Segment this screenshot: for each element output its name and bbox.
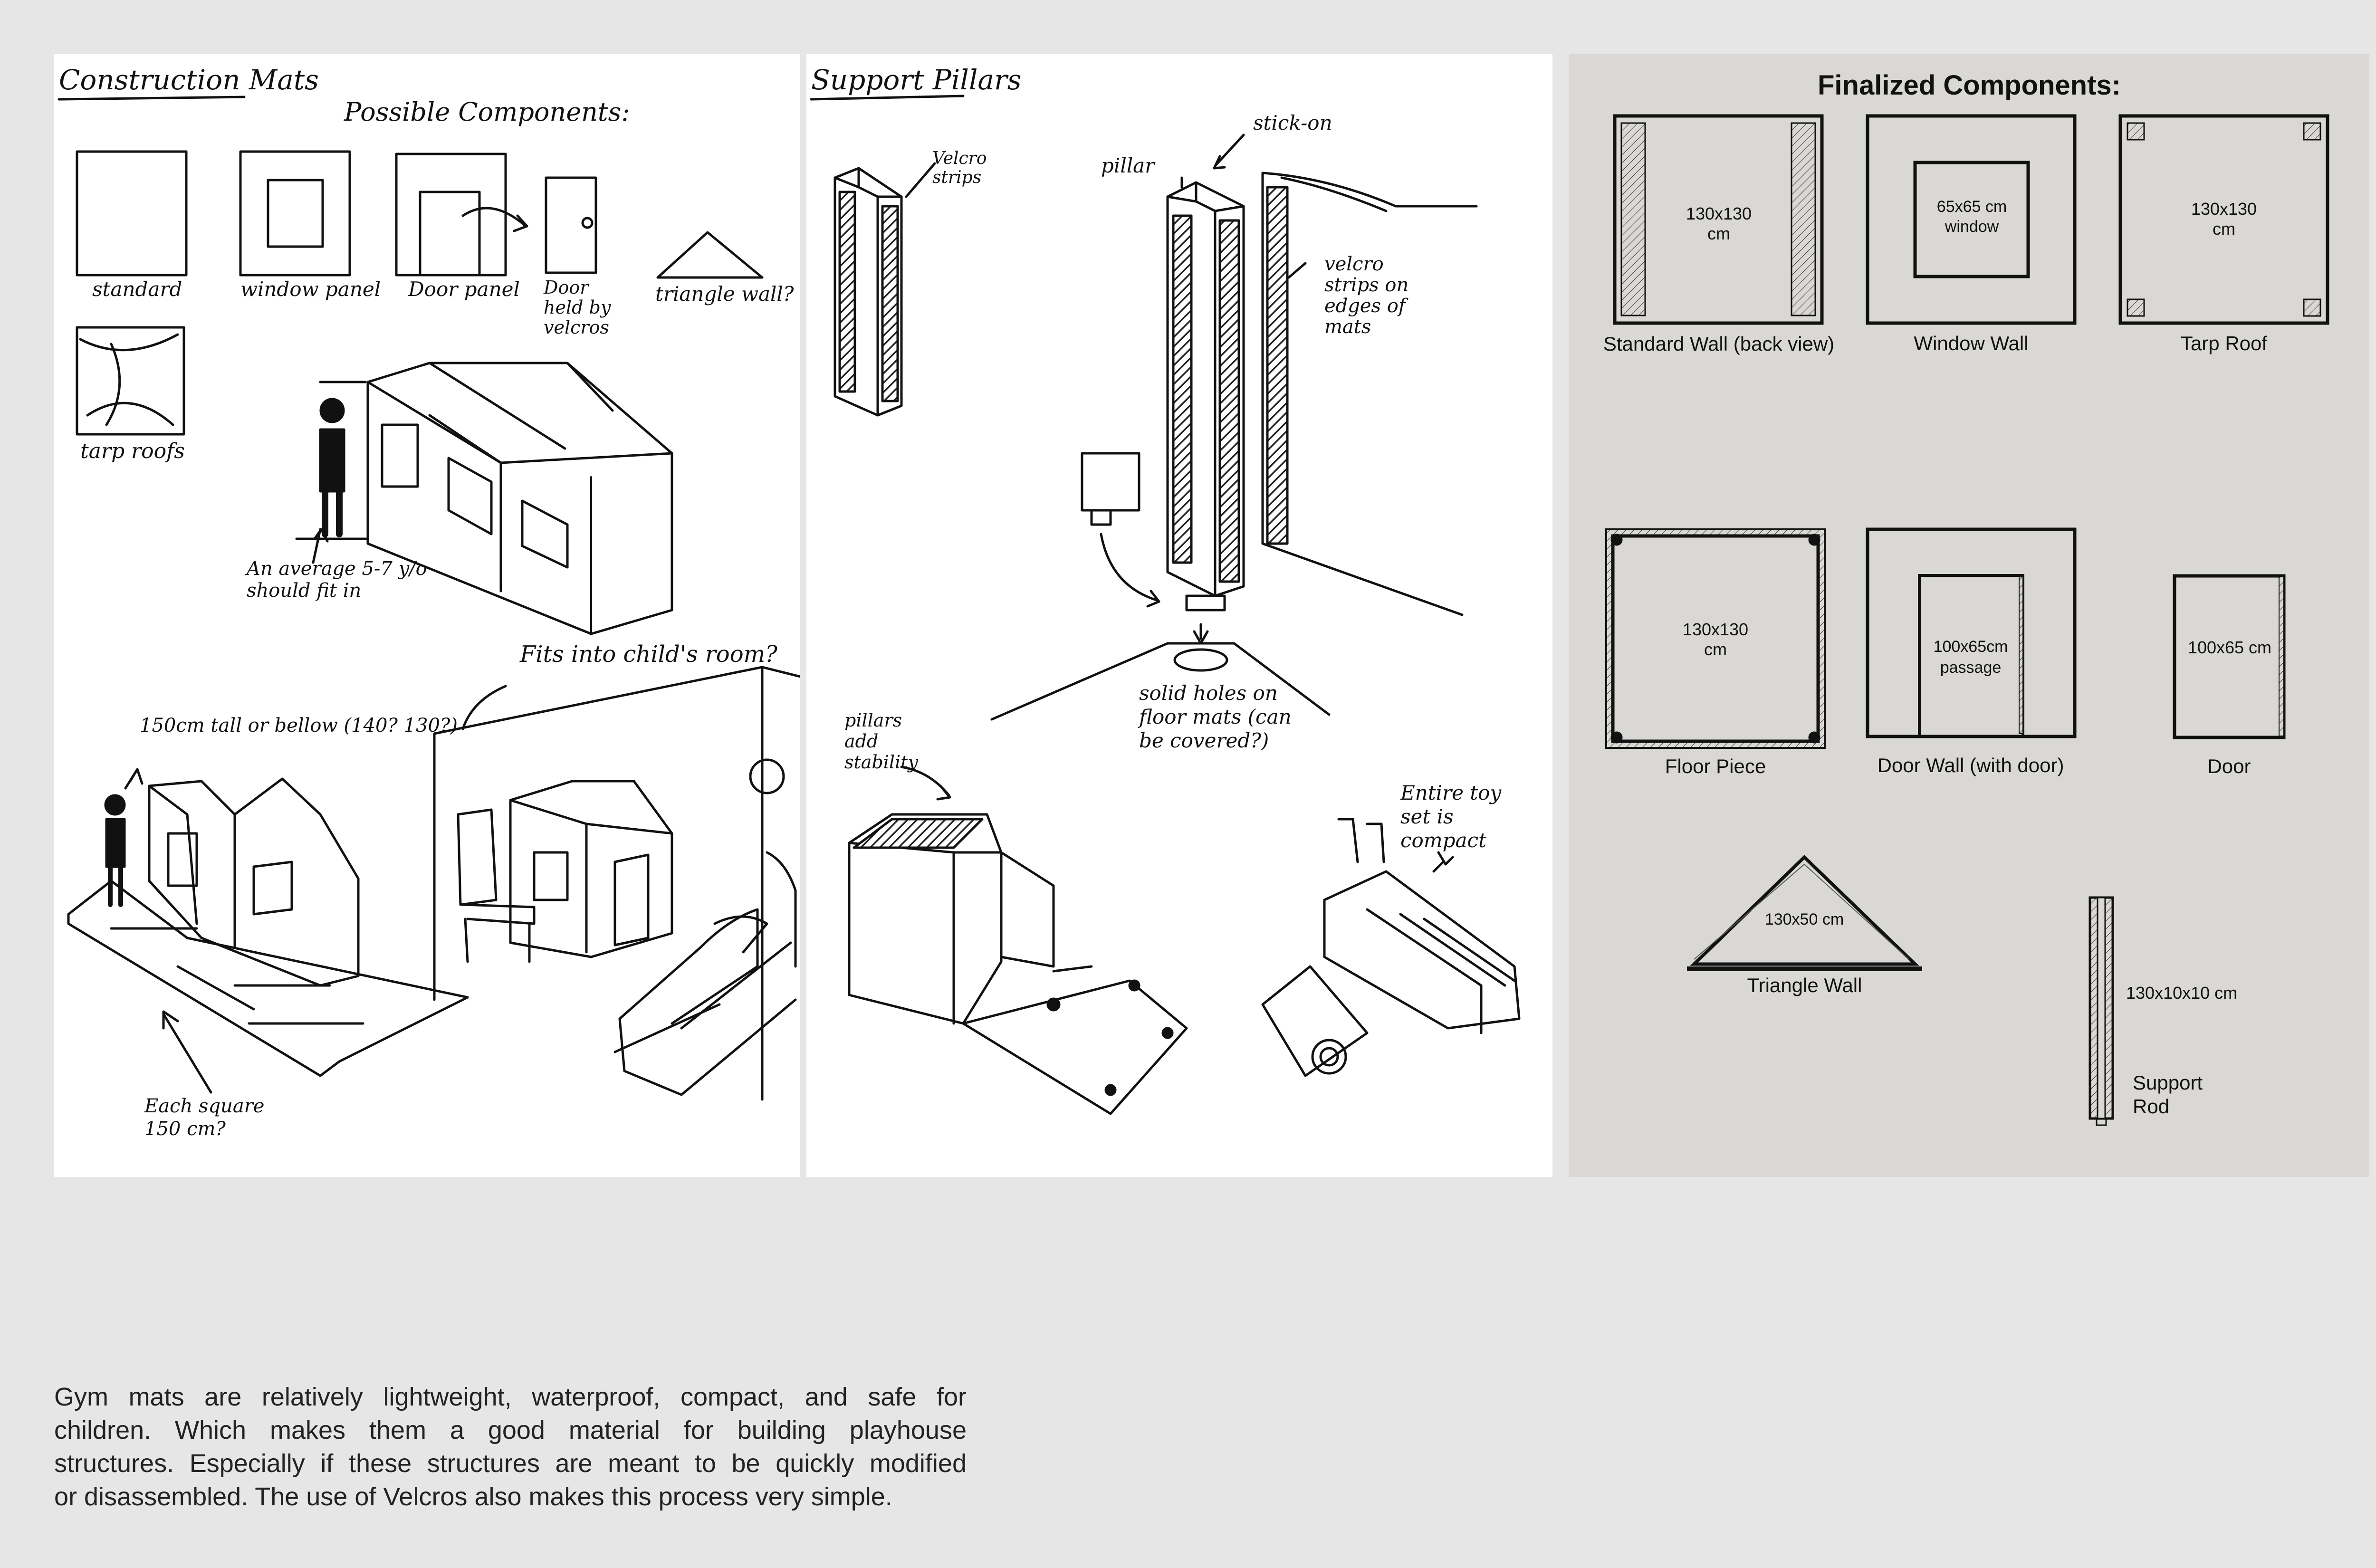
name-triangle-wall: Triangle Wall [1747,974,1862,996]
description-line: or disassembled. The use of Velcros also… [54,1482,892,1511]
note-pillars-stability: pillars add stability [844,710,918,773]
label-window-panel: window panel [240,277,381,301]
support-pillars-sketch-panel: Support Pillars Velcro strips stick-on p… [806,54,1552,1177]
note-child-fit: An average 5-7 y/o should fit in [247,558,427,602]
sketch-heading-pillars: Support Pillars [811,64,1022,96]
label-door-panel: Door panel [408,277,520,301]
dim-standard-wall: 130x130 cm [1686,204,1752,243]
dim-support-rod: 130x10x10 cm [2126,983,2238,1003]
dim-triangle-wall: 130x50 cm [1764,910,1844,928]
note-each-square: Each square 150 cm? [144,1095,265,1140]
note-solid-holes: solid holes on floor mats (can be covere… [1139,681,1292,752]
description-line: structures. Especially if these structur… [54,1449,967,1478]
possible-components-label: Possible Components: [344,97,630,127]
note-fits-room: Fits into child's room? [520,641,777,668]
construction-mats-sketch-panel: Construction Mats Possible Components: s… [54,54,800,1177]
label-tarp-roofs: tarp roofs [80,439,185,463]
description-line: children. Which makes them a good materi… [54,1416,967,1444]
dim-window-wall: 65x65 cm window [1936,198,2007,236]
name-support-rod: Support Rod [2133,1071,2203,1118]
dim-tarp-roof: 130x130 cm [2191,199,2257,239]
note-velcro-strips: Velcro strips [932,149,987,187]
name-window-wall: Window Wall [1914,332,2029,354]
label-door-held: Door held by velcros [544,277,611,338]
name-standard-wall: Standard Wall (back view) [1603,333,1835,355]
note-stick-on: stick-on [1253,111,1332,134]
description-line: Gym mats are relatively lightweight, wat… [54,1383,967,1411]
finalized-components-panel: Finalized Components: 130x130 cm Standar… [1569,54,2369,1177]
sketch-heading-mats: Construction Mats [59,64,319,96]
description-paragraph: Gym mats are relatively lightweight, wat… [54,1380,967,1513]
support-pillars-drawing [810,95,1521,1115]
note-height: 150cm tall or bellow (140? 130?) [140,715,458,736]
dim-door: 100x65 cm [2187,638,2272,657]
name-door: Door [2207,755,2251,777]
name-floor-piece: Floor Piece [1665,755,1766,777]
label-triangle-wall: triangle wall? [655,282,794,306]
note-compact: Entire toy set is compact [1400,781,1502,852]
finalized-components-drawing [1605,114,2329,1126]
label-standard: standard [92,277,182,301]
dim-door-wall: 100x65cm passage [1933,638,2008,677]
note-velcro-edges: velcro strips on edges of mats [1324,253,1409,338]
dim-floor-piece: 130x130 cm [1682,620,1749,659]
finalized-title: Finalized Components: [1818,70,2121,101]
name-door-wall: Door Wall (with door) [1877,754,2064,776]
note-pillar: pillar [1101,154,1155,177]
construction-mats-drawing [57,96,800,1101]
name-tarp-roof: Tarp Roof [2180,332,2268,354]
